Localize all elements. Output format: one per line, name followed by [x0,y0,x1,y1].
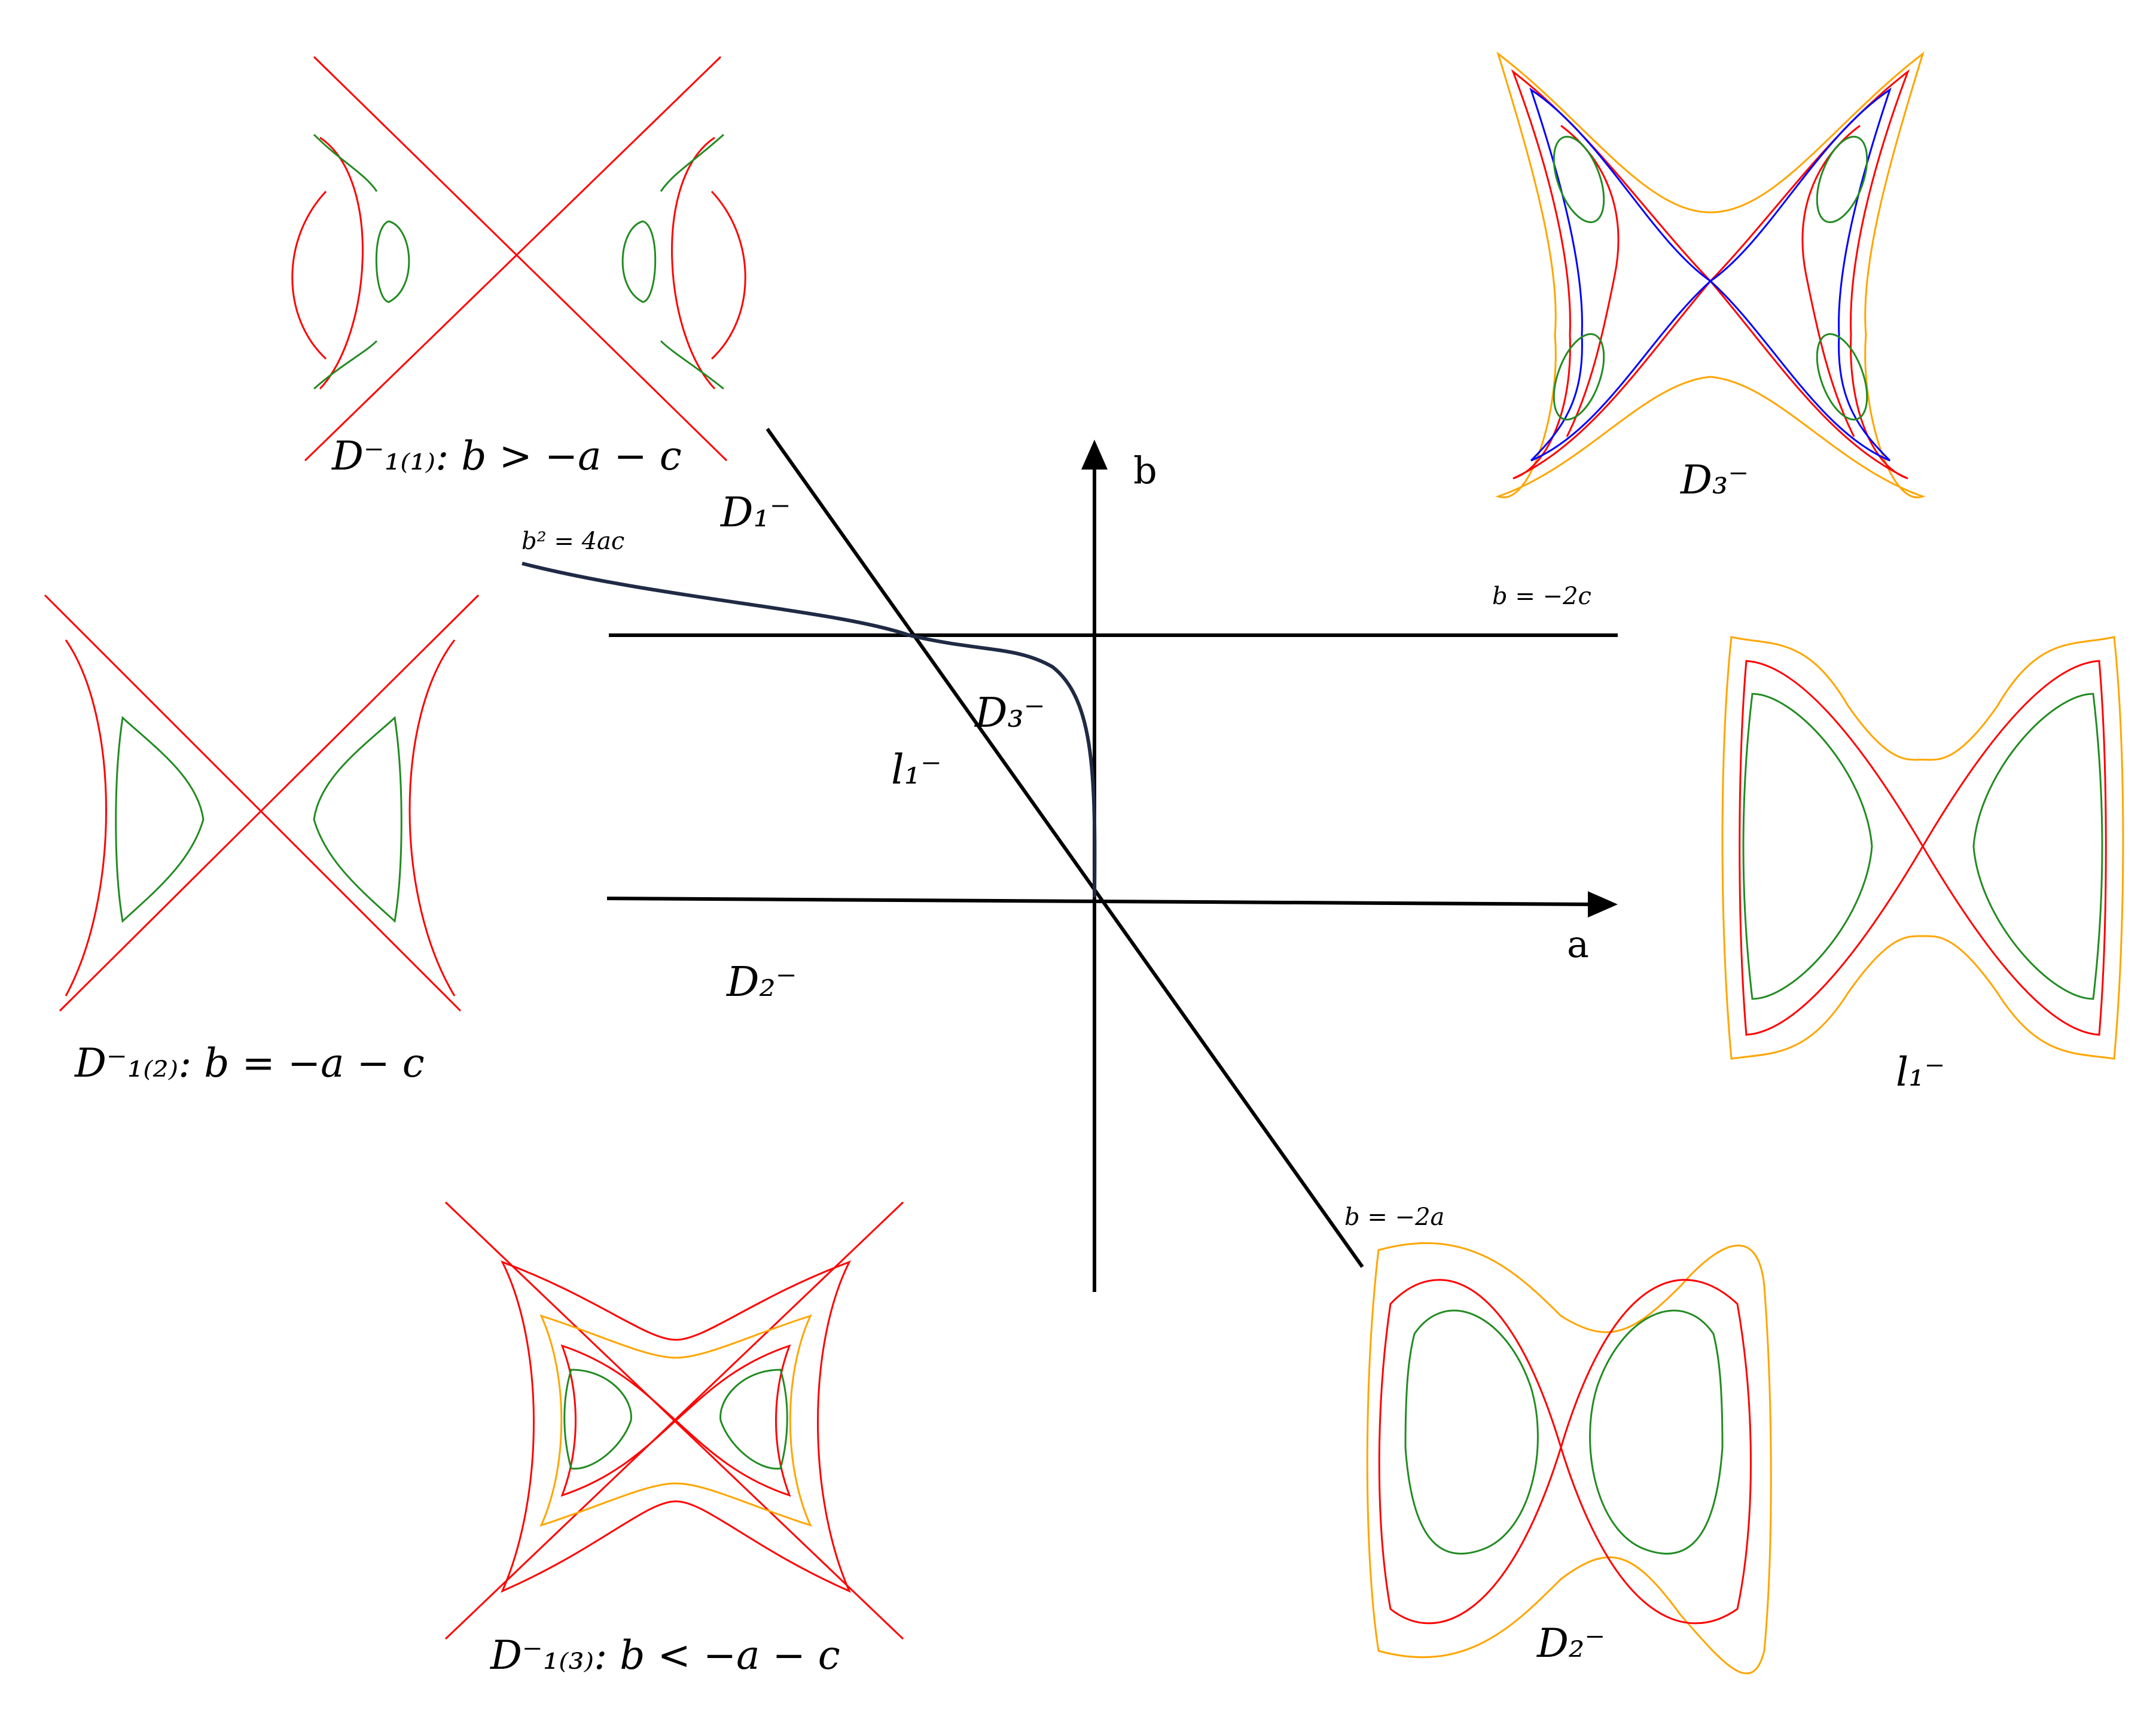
branch-right [408,639,456,996]
panel-d1-3-caption: D⁻₁₍₃₎: b < −a − c [490,1632,840,1678]
b-minus-2c-label: b = −2c [1492,583,1591,610]
orbit-left [1742,693,1873,1000]
orbit-blue [1529,87,1892,462]
b-minus-2a-label: b = −2a [1344,1203,1444,1231]
b-axis-label: b [1133,449,1157,492]
parabola-label: b² = 4ac [522,528,624,555]
orbit-right [719,1369,788,1470]
region-d3-label: D₃⁻ [974,690,1045,737]
orbit-right [313,716,402,923]
green-bottom-left [313,340,378,390]
orbit-mid [539,1314,812,1527]
a-axis [606,897,1594,906]
green-bottom-right [660,340,724,390]
orbit-outer [1721,636,2124,1060]
orbit-left [1404,1309,1539,1555]
a-axis-label: a [1567,922,1589,966]
orbit-left [115,716,205,923]
panel-d1-2-caption: D⁻₁₍₂₎: b = −a − c [74,1040,425,1086]
branch-right [671,136,716,390]
panel-d1-1-caption: D⁻₁₍₁₎: b > −a − c [331,433,682,479]
separatrix-diagonal-2 [444,1201,904,1640]
region-l1-label: l₁⁻ [891,746,942,794]
region-d1-label: D₁⁻ [719,489,791,537]
separatrix-figure-eight [1739,660,2107,1036]
separatrix-loop [560,1344,791,1497]
orbit-left [375,220,410,303]
branch-left [319,136,364,390]
separatrix-diagonal-1 [313,56,728,462]
panel-d3 [1495,51,1926,499]
panel-l1-caption: l₁⁻ [1896,1049,1945,1095]
region-d2-label: D₂⁻ [725,959,797,1006]
panel-l1 [1721,636,2124,1060]
green-top-left [313,133,378,192]
panel-d1-1 [291,56,746,462]
orbit-outer [1366,1242,1772,1675]
orbit-bottom-right [1816,333,1868,420]
panel-d2-caption: D₂⁻ [1536,1620,1605,1666]
orbit-outer [1495,51,1926,499]
orbit-right [1589,1309,1724,1555]
branch-left [65,639,107,996]
separatrix-diagonal-2 [59,594,480,1012]
orbit-top-left [1553,136,1605,223]
separatrix-inner-left [1560,124,1620,437]
separatrix-figure-eight [1378,1279,1752,1625]
separatrix-inner-right [1801,124,1861,437]
hyperbola-left-outer [291,190,327,360]
separatrix-diagonal-2 [304,56,722,462]
separatrix-outer [1511,69,1910,480]
orbit-left [563,1369,632,1470]
orbit-right [1972,693,2103,1000]
panel-d3-caption: D₃⁻ [1680,457,1749,503]
panel-d2 [1366,1242,1772,1675]
green-top-right [660,133,725,192]
panel-d1-2 [44,594,480,1012]
parabola-curve [522,562,1097,898]
separatrix-diagonal-1 [44,594,462,1012]
b-axis-arrow-icon [1081,440,1108,470]
orbit-right [621,220,657,303]
hyperbola-right-outer [710,190,746,360]
orbit-bottom-left [1553,333,1605,420]
parameter-plane: b a b² = 4ac b = −2c b = −2a D₁⁻ D₂⁻ D₃⁻… [522,428,1618,1292]
bounding-outer [500,1260,852,1593]
line-b-minus-2a [766,428,1364,1268]
panel-d1-3 [444,1201,904,1640]
orbit-top-right [1816,136,1868,223]
a-axis-arrow-icon [1588,891,1618,918]
